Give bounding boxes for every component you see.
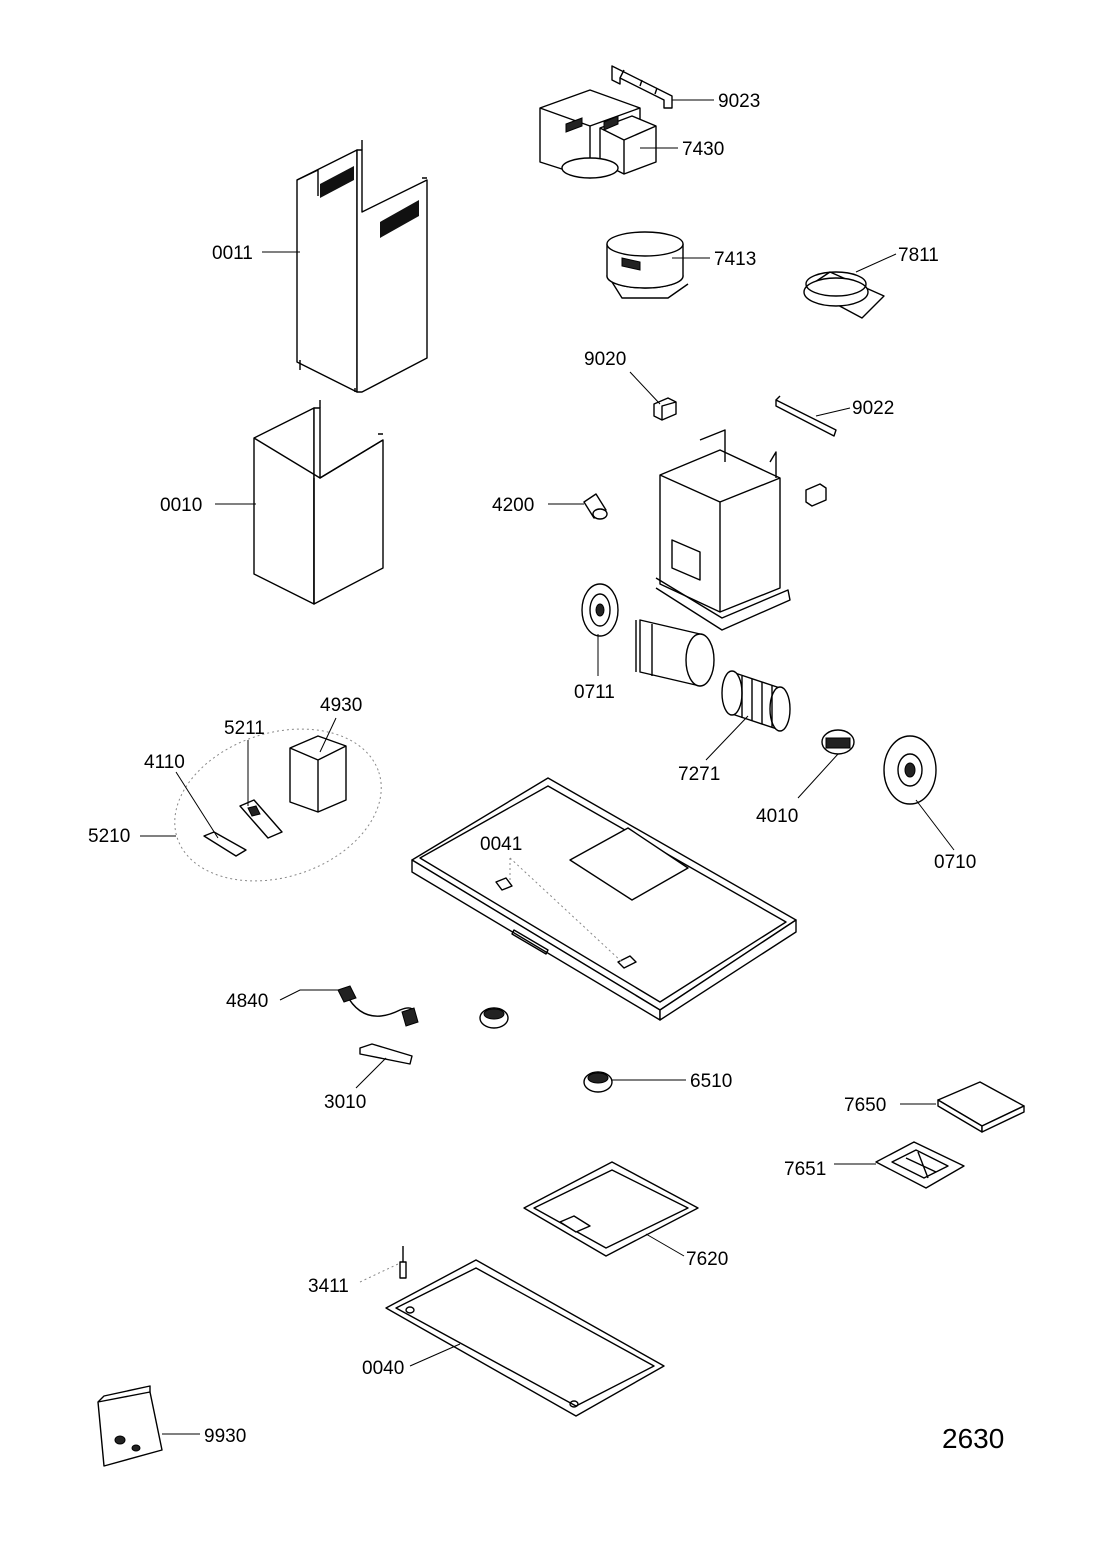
- callout-9022: 9022: [852, 398, 894, 419]
- part-4840-cable: [337, 985, 419, 1027]
- part-6510-knob: [583, 1071, 613, 1093]
- callout-4110: 4110: [144, 752, 185, 773]
- part-9930-hardware-bag: [97, 1385, 163, 1467]
- callout-4930: 4930: [320, 695, 362, 716]
- callout-5211: 5211: [224, 718, 265, 739]
- part-hood-canopy: [411, 777, 797, 1021]
- part-0040-panel: [385, 1259, 665, 1417]
- part-7430-diverter: [539, 89, 657, 179]
- callout-7650: 7650: [844, 1095, 886, 1116]
- part-3010-switch: [359, 1043, 413, 1065]
- callout-7430: 7430: [682, 139, 724, 160]
- part-4200-capacitor: [583, 493, 608, 520]
- callout-0040: 0040: [362, 1358, 404, 1379]
- part-4010-motor: [821, 729, 855, 755]
- part-7271-impeller: [721, 670, 791, 732]
- callout-0711: 0711: [574, 682, 615, 703]
- part-7620-grease-filter: [523, 1161, 699, 1257]
- callout-4200: 4200: [492, 495, 534, 516]
- callout-0041: 0041: [480, 834, 522, 855]
- callout-7620: 7620: [686, 1249, 728, 1270]
- part-7811-flange: [803, 271, 885, 319]
- callout-9020: 9020: [584, 349, 626, 370]
- part-motor-housing: [655, 429, 791, 631]
- part-scroll-housing: [635, 619, 715, 687]
- part-3411-pin: [399, 1246, 407, 1279]
- callout-7413: 7413: [714, 249, 756, 270]
- part-0010-lower-chimney: [253, 400, 384, 605]
- callout-0010: 0010: [160, 495, 202, 516]
- callout-3411: 3411: [308, 1276, 349, 1297]
- part-0011-upper-chimney: [296, 140, 428, 393]
- callout-7811: 7811: [898, 245, 939, 266]
- part-callouts: 9023 7430 0011 7413 7811 9020 9022 0010 …: [88, 91, 1004, 1454]
- part-7651-filter-frame: [875, 1141, 965, 1189]
- part-electronics-group: [174, 728, 382, 882]
- leader-lines: [140, 99, 955, 1435]
- callout-5210: 5210: [88, 826, 130, 847]
- part-knob: [479, 1007, 509, 1029]
- callout-3010: 3010: [324, 1092, 366, 1113]
- callout-4010: 4010: [756, 806, 798, 827]
- callout-0710: 0710: [934, 852, 976, 873]
- part-side-clip: [805, 483, 827, 507]
- part-0710-volute-cover: [883, 735, 937, 805]
- callout-7651: 7651: [784, 1159, 826, 1180]
- part-7650-carbon-filter: [937, 1081, 1025, 1133]
- part-0711-volute-plate: [581, 583, 619, 637]
- callout-0011: 0011: [212, 243, 253, 264]
- drawing-number: 2630: [942, 1423, 1004, 1454]
- callout-4840: 4840: [226, 991, 268, 1012]
- callout-7271: 7271: [678, 764, 720, 785]
- part-7413-adapter: [606, 231, 689, 299]
- callout-6510: 6510: [690, 1071, 732, 1092]
- callout-9930: 9930: [204, 1426, 246, 1447]
- callout-9023: 9023: [718, 91, 760, 112]
- part-9022-strip: [775, 395, 837, 437]
